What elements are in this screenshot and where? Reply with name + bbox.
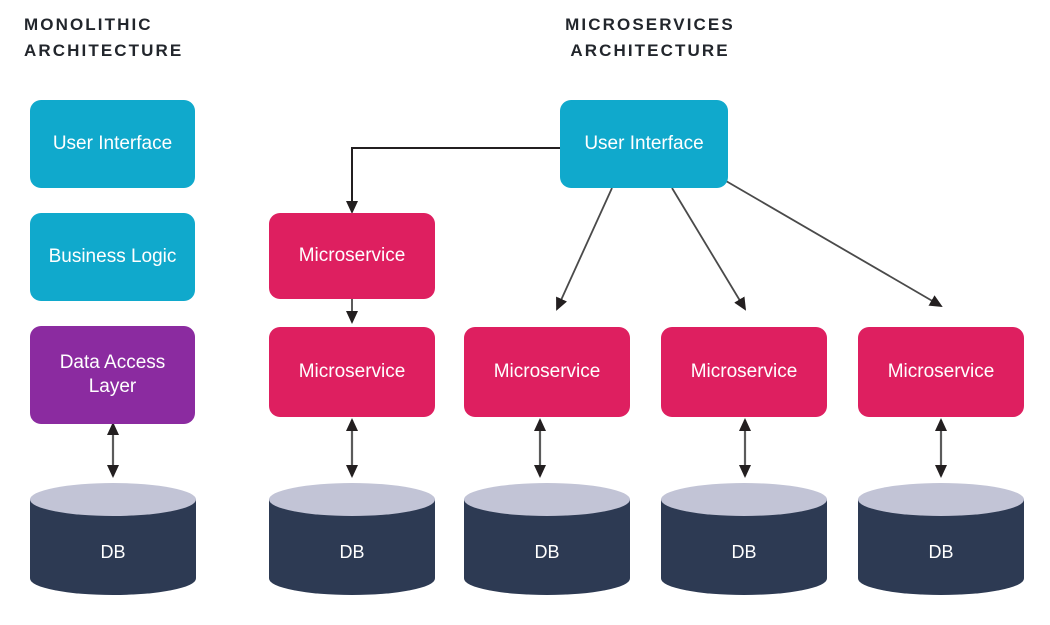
db-top-ellipse <box>858 483 1024 516</box>
microservice-database-2[interactable]: DB <box>464 483 630 595</box>
db-label: DB <box>534 541 560 562</box>
db-top-ellipse <box>269 483 435 516</box>
mono-box-user-interface[interactable]: User Interface <box>30 100 195 188</box>
microservice-database-1[interactable]: DB <box>269 483 435 595</box>
connector-ui-to-ms4 <box>671 187 747 311</box>
microservice-database-4[interactable]: DB <box>858 483 1024 595</box>
microservices-architecture-title: MICROSERVICES ARCHITECTURE <box>565 15 735 60</box>
db-label: DB <box>339 541 365 562</box>
microservice-database-3[interactable]: DB <box>661 483 827 595</box>
microservice-box-1[interactable]: Microservice <box>269 213 435 299</box>
connector-ui-to-ms5 <box>725 180 943 308</box>
microservice-box-3[interactable]: Microservice <box>464 327 630 417</box>
db-top-ellipse <box>464 483 630 516</box>
microservice-box-5[interactable]: Microservice <box>858 327 1024 417</box>
db-label: DB <box>100 541 126 562</box>
mono-box-business-logic[interactable]: Business Logic <box>30 213 195 301</box>
microservice-box-4[interactable]: Microservice <box>661 327 827 417</box>
monolithic-architecture-title: MONOLITHIC ARCHITECTURE <box>24 15 184 60</box>
db-top-ellipse <box>661 483 827 516</box>
mono-database[interactable]: DB <box>30 483 196 595</box>
micro-box-user-interface[interactable]: User Interface <box>560 100 728 188</box>
connector-ui-to-ms1 <box>346 147 560 214</box>
mono-box-data-access-layer[interactable]: Data Access Layer <box>30 326 195 424</box>
db-label: DB <box>731 541 757 562</box>
microservice-box-2[interactable]: Microservice <box>269 327 435 417</box>
connector-ui-to-ms3 <box>556 187 613 311</box>
db-label: DB <box>928 541 954 562</box>
db-top-ellipse <box>30 483 196 516</box>
